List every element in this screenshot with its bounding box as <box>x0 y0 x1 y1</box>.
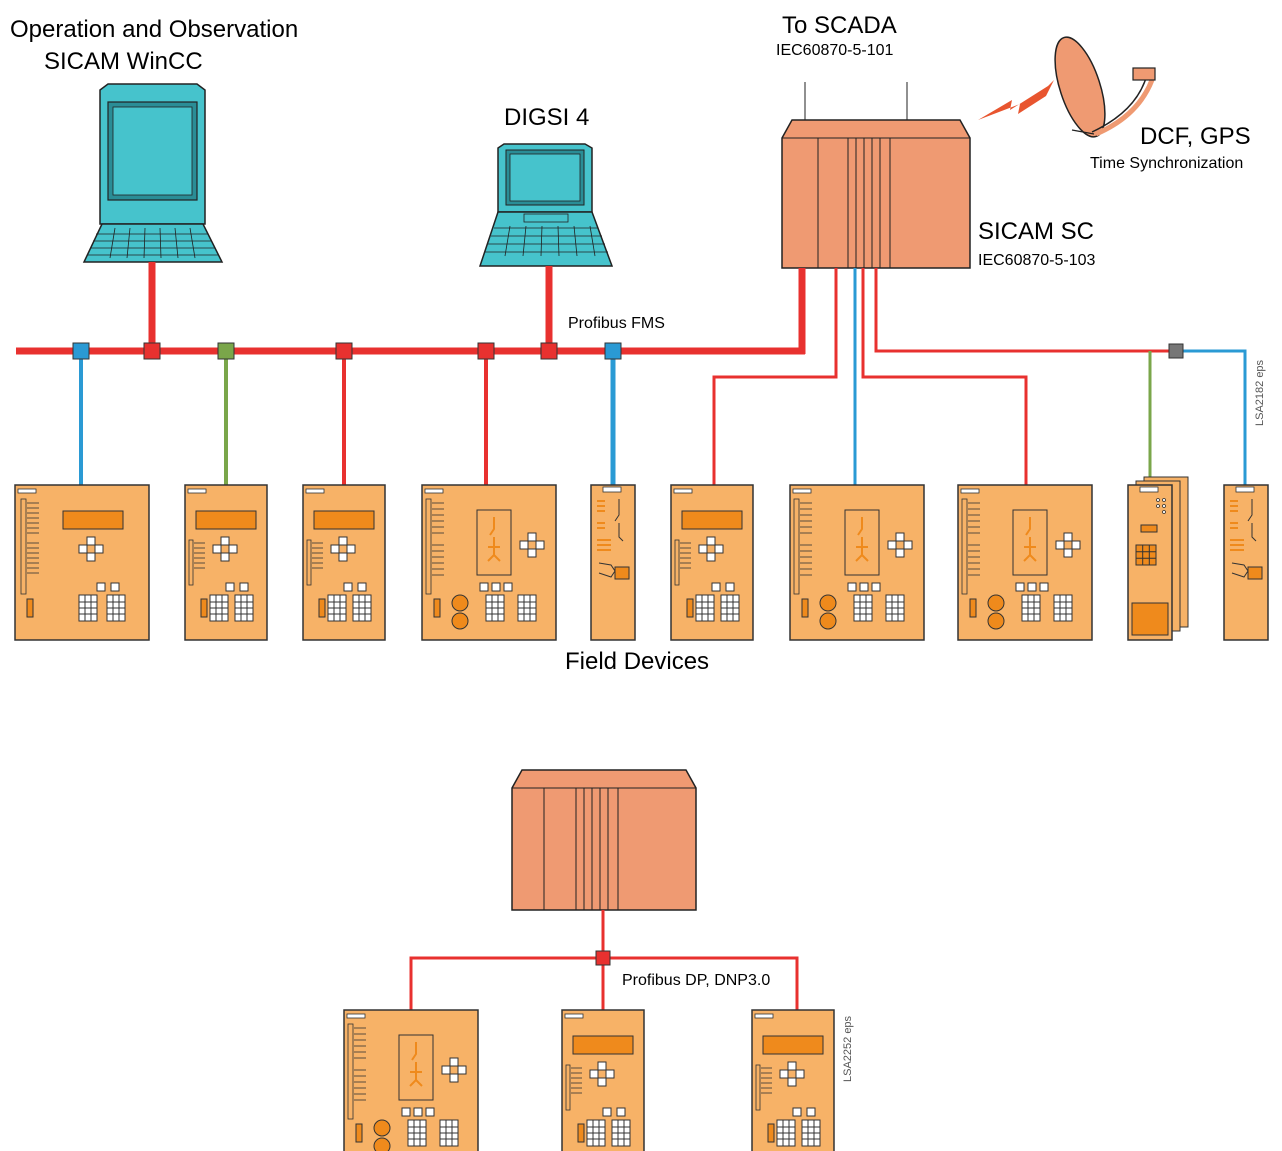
satellite-dish-icon <box>1054 36 1156 138</box>
bottom-field-device-3 <box>751 1009 835 1151</box>
bottom-bus-node <box>595 950 611 966</box>
network-links <box>79 262 1247 485</box>
field-device-2 <box>184 484 268 641</box>
profibus-fms-label: Profibus FMS <box>568 315 665 332</box>
scada-protocol-label: IEC60870-5-101 <box>776 42 894 59</box>
profibus-dp-label: Profibus DP, DNP3.0 <box>622 972 771 989</box>
bottom-field-device-1 <box>343 1009 479 1151</box>
digsi-laptop-icon <box>478 143 614 267</box>
field-device-1 <box>14 484 150 641</box>
field-device-3 <box>302 484 386 641</box>
field-device-9 <box>1127 476 1189 641</box>
bottom-field-device-2 <box>561 1009 645 1151</box>
field-device-10 <box>1223 484 1269 641</box>
sicam-sc-label: SICAM SC <box>978 218 1095 245</box>
field-devices-label: Field Devices <box>565 648 710 675</box>
ref-bottom-label: LSA2252 eps <box>842 1015 854 1082</box>
to-scada-label: To SCADA <box>782 12 897 39</box>
profibus-fms-bus <box>16 268 806 355</box>
dcf-gps-label: DCF, GPS <box>1140 123 1251 150</box>
field-device-7 <box>789 484 925 641</box>
ref-top-label: LSA2182 eps <box>1254 359 1266 426</box>
sicam-sc-controller-icon <box>781 82 971 269</box>
bottom-controller-icon <box>511 769 697 911</box>
operation-subtitle: SICAM WinCC <box>44 48 203 75</box>
field-device-5 <box>590 484 636 641</box>
operation-title: Operation and Observation <box>10 16 299 43</box>
sicam-protocol-label: IEC60870-5-103 <box>978 252 1096 269</box>
wincc-computer-icon <box>82 83 224 263</box>
field-device-4 <box>421 484 557 641</box>
lightning-icon <box>978 80 1054 120</box>
bus-nodes <box>72 342 1184 360</box>
digsi-label: DIGSI 4 <box>504 104 590 131</box>
time-sync-label: Time Synchronization <box>1090 155 1244 172</box>
field-device-8 <box>957 484 1093 641</box>
field-device-6 <box>670 484 754 641</box>
